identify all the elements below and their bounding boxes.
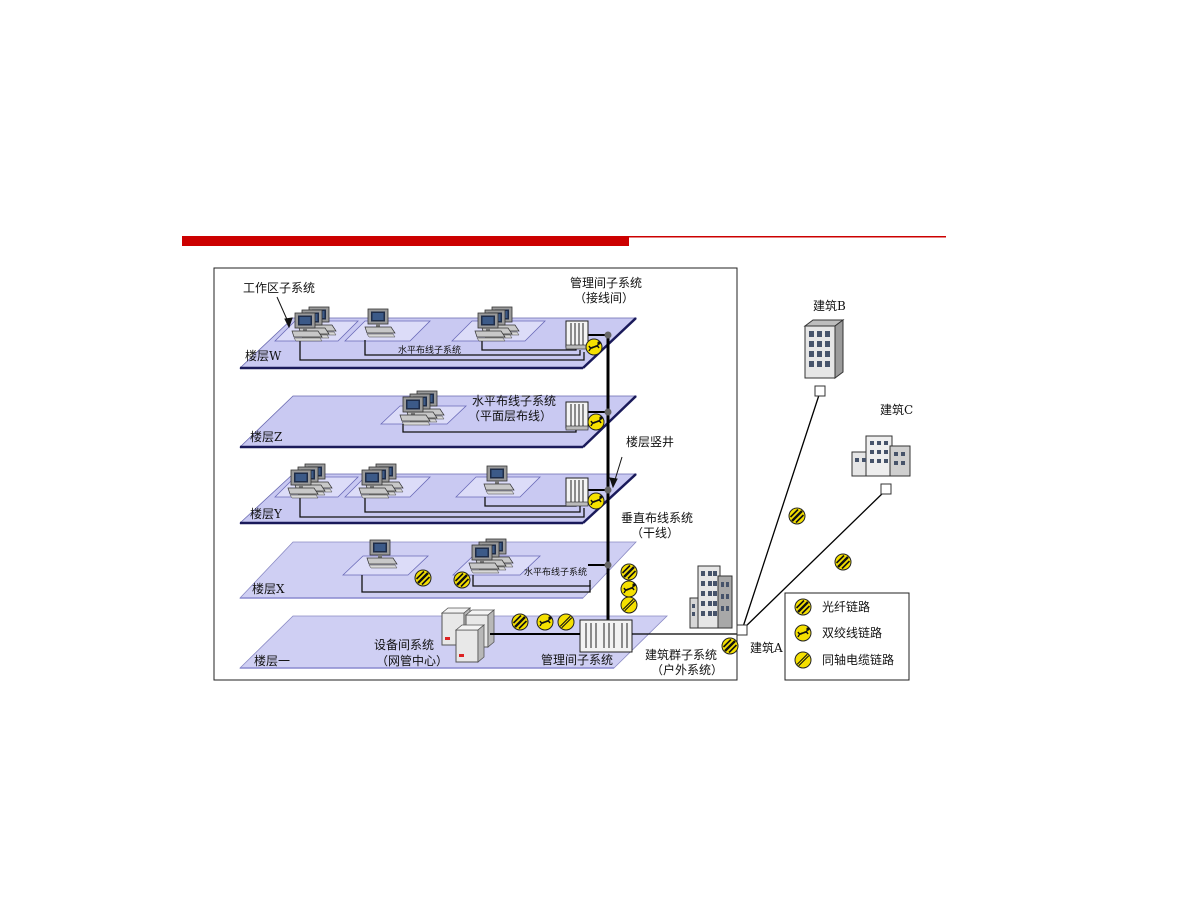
legend-coax-icon <box>793 650 813 670</box>
legend-fiber-icon <box>793 597 813 617</box>
legend-coax-label: 同轴电缆链路 <box>822 652 894 667</box>
vertical-cabling-label: 垂直布线系统 <box>621 511 693 525</box>
legend: 光纤链路 双绞线链路 同轴电缆链路 <box>784 592 910 681</box>
floor-label-w: 楼层W <box>245 348 282 363</box>
equipment-room-sublabel: （网管中心） <box>376 653 448 668</box>
horizontal-cabling-sublabel-z: （平面层布线） <box>468 409 552 423</box>
campus-links <box>632 385 892 636</box>
legend-fiber-label: 光纤链路 <box>822 599 870 614</box>
riser-label: 楼层竖井 <box>626 434 674 449</box>
riser-backbone <box>588 331 612 625</box>
floor-label-x: 楼层X <box>252 581 285 596</box>
header-bar-thin <box>629 236 946 238</box>
management-top-label: 管理间子系统 <box>570 275 642 290</box>
floor-label-z: 楼层Z <box>250 429 282 444</box>
equipment-room-label: 设备间系统 <box>374 638 434 652</box>
campus-subsystem-sublabel: （户外系统） <box>651 662 723 677</box>
floor-label-one: 楼层一 <box>254 653 290 668</box>
floor-label-y: 楼层Y <box>250 506 283 521</box>
header-bar-thick <box>182 236 629 246</box>
horizontal-cabling-label-z: 水平布线子系统 <box>472 394 556 408</box>
campus-subsystem-label: 建筑群子系统 <box>645 647 717 662</box>
building-b-label: 建筑B <box>813 298 846 313</box>
vertical-cabling-sublabel: （干线） <box>631 526 679 540</box>
legend-twisted-pair-icon <box>794 624 812 642</box>
horizontal-cabling-label-x: 水平布线子系统 <box>524 566 587 578</box>
main-patch-panel-icon <box>579 619 633 653</box>
building-icon <box>689 319 911 629</box>
horizontal-cabling-label-w: 水平布线子系统 <box>398 344 461 356</box>
legend-twisted-pair-label: 双绞线链路 <box>822 625 882 640</box>
work-area-label: 工作区子系统 <box>243 281 315 295</box>
building-a-label: 建筑A <box>750 640 783 655</box>
management-top-sublabel: （接线间） <box>574 290 634 305</box>
pointer-arrows <box>276 296 623 489</box>
management-bottom-label: 管理间子系统 <box>541 652 613 667</box>
patch-panel-icon <box>565 320 589 507</box>
building-c-label: 建筑C <box>880 402 913 417</box>
